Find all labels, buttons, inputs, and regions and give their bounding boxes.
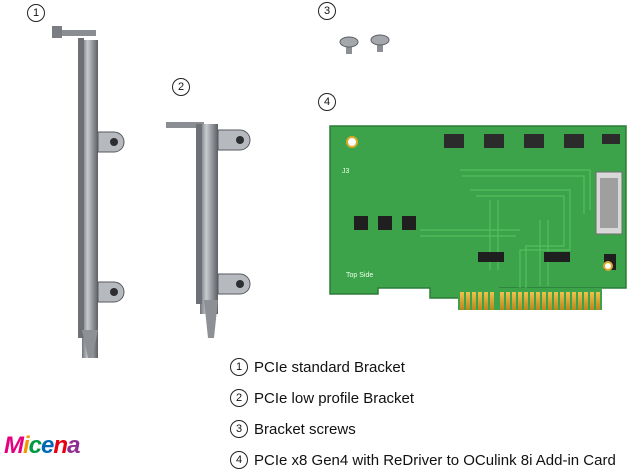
legend-text: Bracket screws [254,420,356,438]
legend-item-3: 3 Bracket screws [230,420,356,438]
legend-item-1: 1 PCIe standard Bracket [230,358,405,376]
legend-item-4: 4 PCIe x8 Gen4 with ReDriver to OCulink … [230,451,616,469]
marker-2: 2 [172,78,190,96]
board-connector-label: J3 [342,168,350,175]
marker-4: 4 [318,93,336,111]
legend-text: PCIe x8 Gen4 with ReDriver to OCulink 8i… [254,451,616,469]
legend-number: 1 [230,358,248,376]
logo-letter: c [28,432,42,459]
logo-letter: a [67,432,80,459]
legend-item-2: 2 PCIe low profile Bracket [230,389,414,407]
legend-number: 2 [230,389,248,407]
board-top-side-label: Top Side [346,272,374,279]
low-profile-bracket [166,122,251,338]
logo-letter: i [23,432,30,459]
marker-3: 3 [318,2,336,20]
legend-number: 4 [230,451,248,469]
marker-1: 1 [27,4,45,22]
legend-number: 3 [230,420,248,438]
bracket-screws [339,34,390,54]
standard-bracket [52,26,125,358]
brand-logo: Micena [4,432,80,460]
logo-letter: e [41,432,54,459]
logo-letter: n [53,432,68,459]
legend-text: PCIe low profile Bracket [254,389,415,407]
logo-letter: M [4,432,24,459]
pcie-add-in-card [329,125,627,310]
legend-text: PCIe standard Bracket [254,358,405,376]
